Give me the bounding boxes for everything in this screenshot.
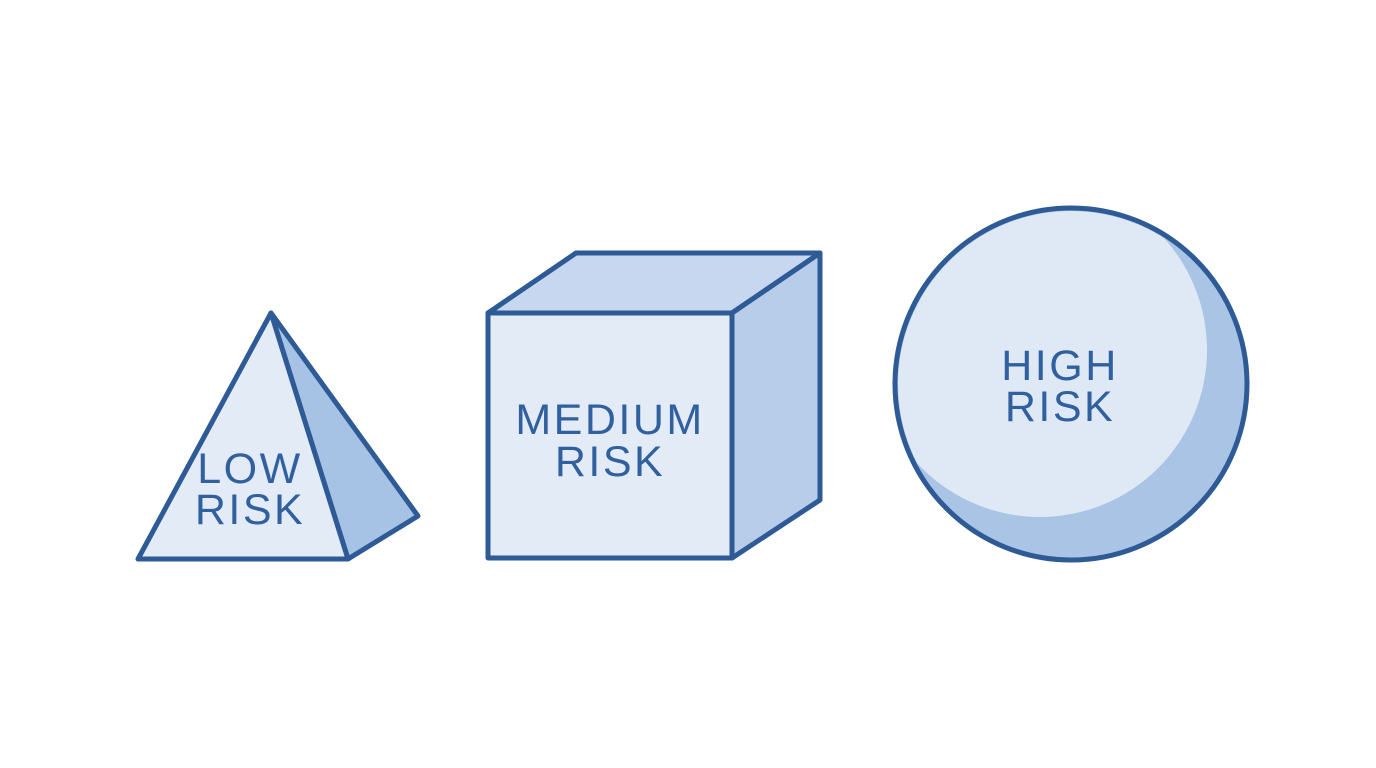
cube-label-line2: RISK bbox=[555, 438, 665, 486]
sphere-outline bbox=[892, 205, 1250, 563]
cube-label-line1: MEDIUM bbox=[515, 396, 704, 444]
pyramid-front-face bbox=[135, 310, 351, 562]
pyramid-low-risk-group: LOW RISK bbox=[135, 310, 421, 562]
sphere-label-line1: HIGH bbox=[1001, 342, 1119, 390]
sphere-highlight bbox=[898, 211, 1207, 517]
pyramid-label-line2: RISK bbox=[195, 486, 305, 534]
cube-medium-risk-group: MEDIUM RISK bbox=[485, 250, 823, 561]
cube-front-face bbox=[485, 310, 735, 561]
pyramid-label-line1: LOW bbox=[197, 445, 302, 493]
sphere-high-risk-group: HIGH RISK bbox=[892, 205, 1250, 563]
sphere-label-line2: RISK bbox=[1005, 383, 1115, 431]
